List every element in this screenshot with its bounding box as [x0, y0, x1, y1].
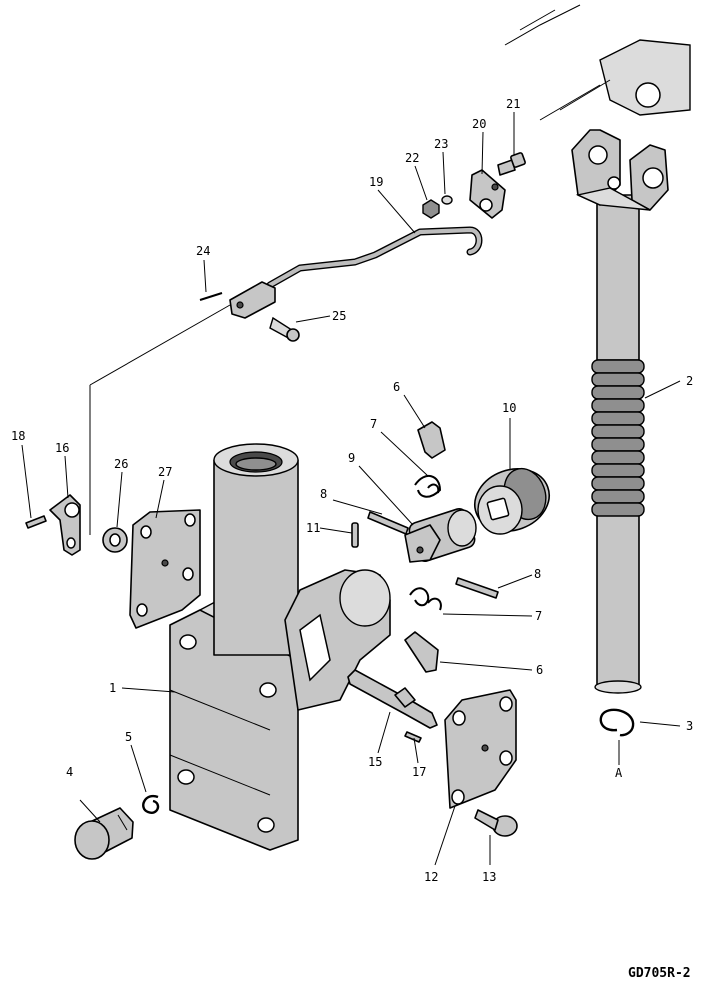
- callout-3: 3: [686, 719, 693, 733]
- part-6-wedge-upper: [417, 421, 446, 459]
- callout-23: 23: [434, 137, 448, 151]
- part-1-housing: [169, 443, 391, 851]
- part-16-clamp: [49, 494, 81, 556]
- callout-22: 22: [405, 151, 419, 165]
- callout-12: 12: [424, 870, 438, 884]
- callout-19: 19: [369, 175, 383, 189]
- part-21-bolt: [497, 152, 526, 176]
- callout-18: 18: [11, 429, 25, 443]
- column-clevis-bracket: [571, 129, 669, 211]
- part-8-pin-upper: [367, 511, 409, 535]
- machine-frame-outline: [504, 4, 691, 121]
- part-24-cotter-pin: [199, 292, 223, 301]
- part-3-snap-ring: [599, 708, 635, 737]
- callout-6-upper: 6: [393, 380, 400, 394]
- callout-6-lower: 6: [536, 663, 543, 677]
- part-20-bracket: [469, 169, 506, 219]
- callout-26: 26: [114, 457, 128, 471]
- housing-vertical-tube: [213, 443, 299, 656]
- part-11-pin: [351, 522, 359, 548]
- callout-20: 20: [472, 117, 486, 131]
- part-2-column: [571, 129, 669, 694]
- callout-8-lower: 8: [534, 567, 541, 581]
- part-17-pin: [404, 731, 422, 743]
- part-18-pin: [25, 515, 47, 529]
- part-19-control-rod: [89, 226, 483, 535]
- part-12-cover-plate: [444, 689, 517, 809]
- part-4-bolt: [74, 807, 134, 860]
- part-26-washer: [102, 527, 128, 553]
- callout-24: 24: [196, 244, 210, 258]
- part-10-knob: [474, 467, 550, 535]
- leader-lines: [21, 112, 681, 866]
- part-23-washer: [441, 195, 453, 205]
- part-22-nut: [422, 199, 440, 219]
- part-15-shaft: [347, 669, 438, 729]
- part-6-wedge-lower: [404, 631, 439, 673]
- callout-A: A: [615, 766, 623, 780]
- callout-5: 5: [125, 730, 132, 744]
- callout-10: 10: [502, 401, 516, 415]
- callout-4: 4: [66, 765, 73, 779]
- callout-16: 16: [55, 441, 69, 455]
- part-5-lock-washer: [142, 794, 160, 814]
- drawing-code: GD705R-2: [628, 966, 691, 981]
- callout-25: 25: [332, 309, 346, 323]
- callout-labels: 1 2 3 A 4 5 6 6 7 7 8 8 9 10 11 12 13 15…: [11, 97, 693, 884]
- part-25-clevis-pin: [229, 281, 300, 342]
- part-9-lever: [404, 507, 477, 563]
- housing-side-arm: [284, 569, 391, 711]
- callout-7-lower: 7: [535, 609, 542, 623]
- part-13-screw: [474, 809, 518, 837]
- callout-1: 1: [109, 681, 116, 695]
- callout-7-upper: 7: [370, 417, 377, 431]
- part-7-spring-upper: [414, 475, 442, 498]
- part-8-pin-lower: [455, 577, 499, 599]
- callout-15: 15: [368, 755, 382, 769]
- callout-17: 17: [412, 765, 426, 779]
- callout-9: 9: [348, 451, 355, 465]
- callout-27: 27: [158, 465, 172, 479]
- callout-11: 11: [306, 521, 320, 535]
- callout-21: 21: [506, 97, 520, 111]
- part-7-spring-lower: [409, 587, 442, 611]
- callout-13: 13: [482, 870, 496, 884]
- part-27-gasket: [129, 509, 201, 629]
- column-bellows: [591, 359, 645, 517]
- callout-8-upper: 8: [320, 487, 327, 501]
- callout-2: 2: [686, 374, 693, 388]
